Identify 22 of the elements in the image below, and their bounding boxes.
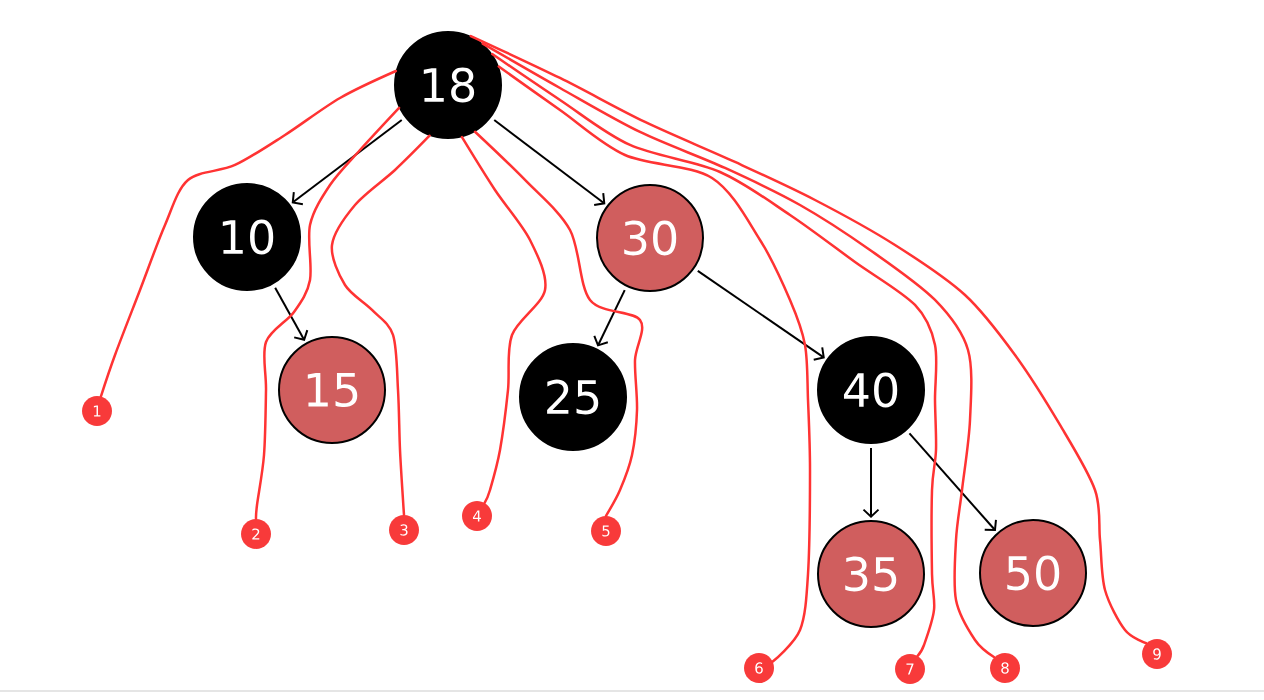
tree-node: 35 bbox=[817, 520, 925, 628]
arrow bbox=[908, 432, 997, 532]
tree-node: 30 bbox=[596, 184, 704, 292]
hand-drawn-line bbox=[473, 130, 644, 518]
tree-node: 40 bbox=[817, 336, 925, 444]
hand-drawn-line bbox=[254, 106, 401, 521]
tree-node: 15 bbox=[278, 336, 386, 444]
hand-drawn-line bbox=[469, 34, 1148, 645]
hand-drawn-line bbox=[330, 134, 431, 517]
tree-node: 25 bbox=[519, 343, 627, 451]
arrow bbox=[291, 118, 403, 206]
tree-node: 50 bbox=[979, 519, 1087, 627]
hand-drawn-line bbox=[99, 69, 398, 398]
hand-drawn-line bbox=[460, 135, 547, 505]
hand-drawn-line bbox=[497, 65, 812, 663]
tree-node: 10 bbox=[193, 183, 301, 291]
tree-node: 18 bbox=[394, 31, 502, 139]
arrow bbox=[274, 286, 309, 342]
arrow bbox=[493, 119, 606, 207]
arrow bbox=[593, 289, 626, 347]
arrow bbox=[862, 447, 880, 518]
arrow bbox=[696, 269, 825, 361]
